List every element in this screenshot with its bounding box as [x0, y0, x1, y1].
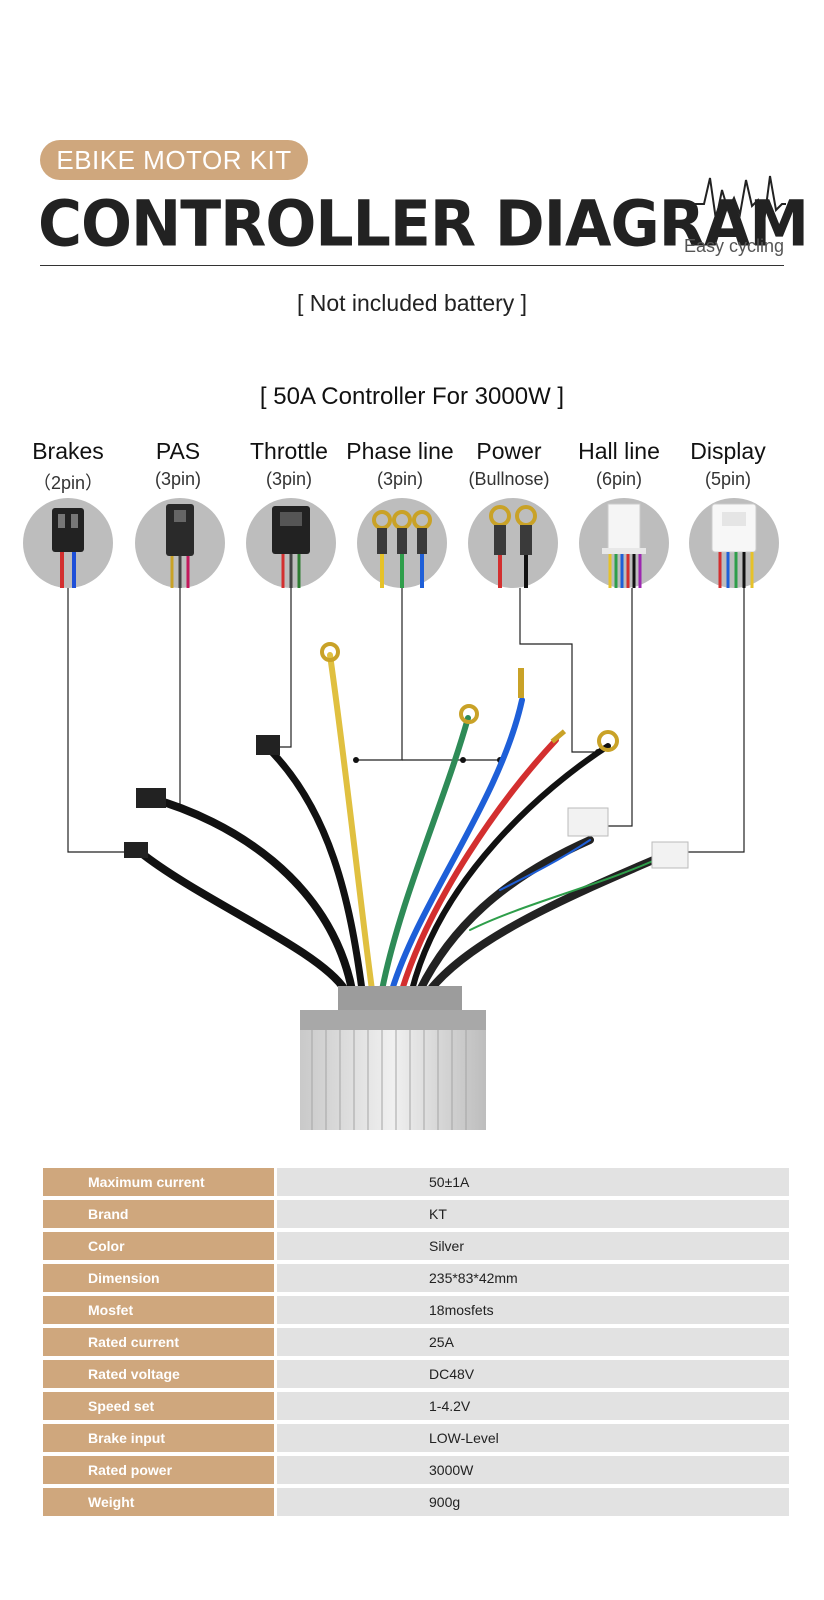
controller-body [300, 986, 486, 1130]
brand-tagline: Easy cycling [684, 236, 785, 256]
phase-line-connector-icon [357, 498, 447, 588]
pas-connector-icon [135, 498, 225, 588]
port-label-phase: Phase line [346, 438, 454, 464]
port-label-power: Power [476, 438, 542, 464]
spec-value: 1-4.2V [274, 1392, 789, 1420]
spec-key: Rated voltage [43, 1360, 274, 1388]
port-label-hall: Hall line [578, 438, 660, 464]
product-badge: EBIKE MOTOR KIT [40, 140, 308, 180]
port-label-throttle: Throttle [250, 438, 328, 464]
port-label-brakes: Brakes [32, 438, 104, 464]
leader-lines [67, 588, 745, 853]
spec-key: Mosfet [43, 1296, 274, 1324]
spec-value: 18mosfets [274, 1296, 789, 1324]
port-detail-throttle: (3pin) [265, 469, 313, 489]
spec-key: Rated current [43, 1328, 274, 1356]
power-connector-icon [468, 498, 558, 588]
port-detail-display: (5pin) [704, 469, 752, 489]
port-detail-power: (Bullnose) [468, 469, 550, 489]
spec-value: Silver [274, 1232, 789, 1260]
spec-key: Dimension [43, 1264, 274, 1292]
spec-key: Maximum current [43, 1168, 274, 1196]
port-detail-phase: (3pin) [376, 469, 424, 489]
page-title: CONTROLLER DIAGRAM [38, 188, 809, 262]
port-detail-hall: (6pin) [595, 469, 643, 489]
terminal-ring-icons [124, 642, 689, 869]
battery-note: [ Not included battery ] [296, 290, 528, 316]
spec-key: Brand [43, 1200, 274, 1228]
brakes-connector-icon [23, 498, 113, 588]
wire-harness [136, 652, 662, 994]
spec-value: LOW-Level [274, 1424, 789, 1452]
display-connector-icon [689, 498, 779, 588]
spec-value: 25A [274, 1328, 789, 1356]
port-detail-pas: (3pin) [154, 469, 202, 489]
controller-subtitle: [ 50A Controller For 3000W ] [259, 383, 565, 410]
spec-key: Speed set [43, 1392, 274, 1420]
spec-value: DC48V [274, 1360, 789, 1388]
port-label-pas: PAS [155, 438, 201, 464]
port-detail-brakes: （2pin） [32, 473, 104, 493]
spec-key: Rated power [43, 1456, 274, 1484]
spec-value: 900g [274, 1488, 789, 1516]
spec-key: Weight [43, 1488, 274, 1516]
spec-value: 235*83*42mm [274, 1264, 789, 1292]
controller-wiring-diagram [23, 498, 779, 1130]
port-label-display: Display [690, 438, 766, 464]
throttle-connector-icon [246, 498, 336, 588]
heartbeat-logo-icon [690, 175, 786, 223]
spec-value: 3000W [274, 1456, 789, 1484]
spec-key: Brake input [43, 1424, 274, 1452]
title-divider [40, 265, 784, 266]
spec-value: KT [274, 1200, 789, 1228]
hall-line-connector-icon [579, 498, 669, 588]
spec-value: 50±1A [274, 1168, 789, 1196]
spec-key: Color [43, 1232, 274, 1260]
